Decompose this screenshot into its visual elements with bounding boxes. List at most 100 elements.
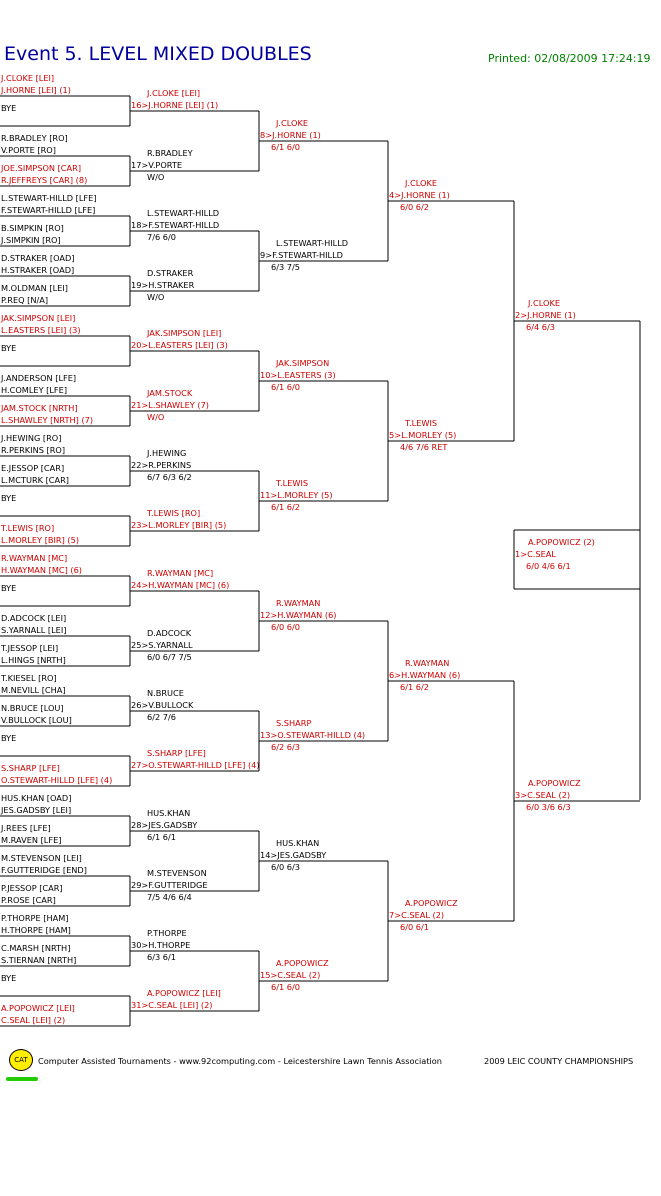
entry-player1: S.SHARP [LFE]	[1, 763, 60, 773]
entry-player1: B.SIMPKIN [RO]	[1, 223, 64, 233]
winner-player1: R.WAYMAN [MC]	[147, 568, 213, 578]
match-score: 6/1 6/1	[147, 832, 176, 842]
printed-timestamp: Printed: 02/08/2009 17:24:19	[488, 52, 651, 65]
entry-player2: P.REQ [N/A]	[1, 295, 48, 305]
entry-player1: M.OLDMAN [LEI]	[1, 283, 68, 293]
winner-player2: 13>O.STEWART-HILLD (4)	[260, 730, 365, 740]
page-title: Event 5. LEVEL MIXED DOUBLES	[4, 43, 312, 65]
winner-player1: P.THORPE	[147, 928, 187, 938]
entry-player2: J.HORNE [LEI] (1)	[0, 85, 71, 95]
match-score: 6/3 6/1	[147, 952, 176, 962]
winner-player1: R.WAYMAN	[276, 598, 320, 608]
winner-player2: 12>H.WAYMAN (6)	[260, 610, 337, 620]
winner-player1: T.LEWIS	[275, 478, 308, 488]
entry-player1: JOE.SIMPSON [CAR]	[0, 163, 81, 173]
winner-player2: 28>JES.GADSBY	[131, 820, 198, 830]
entry-player1: BYE	[1, 493, 16, 503]
match-score: W/O	[147, 172, 164, 182]
entry-player2: M.RAVEN [LFE]	[1, 835, 61, 845]
match-score: 6/0 3/6 6/3	[526, 802, 571, 812]
winner-player1: J.HEWING	[146, 448, 186, 458]
entry-player1: C.MARSH [NRTH]	[1, 943, 70, 953]
winner-player2: 25>S.YARNALL	[131, 640, 193, 650]
entry-player2: R.PERKINS [RO]	[1, 445, 65, 455]
winner-player1: J.CLOKE [LEI]	[146, 88, 200, 98]
match-score: 6/1 6/2	[400, 682, 429, 692]
winner-player2: 27>O.STEWART-HILLD [LFE] (4)	[131, 760, 260, 770]
entry-player2: P.ROSE [CAR]	[1, 895, 56, 905]
winner-player2: 9>F.STEWART-HILLD	[260, 250, 343, 260]
entry-player1: BYE	[1, 973, 16, 983]
winner-player2: 4>J.HORNE (1)	[389, 190, 450, 200]
winner-player1: JAK.SIMPSON [LEI]	[146, 328, 221, 338]
winner-player2: 17>V.PORTE	[131, 160, 182, 170]
champion-player2: 1>C.SEAL	[515, 549, 556, 559]
entry-player2: M.NEVILL [CHA]	[1, 685, 66, 695]
match-score: W/O	[147, 412, 164, 422]
winner-player2: 20>L.EASTERS [LEI] (3)	[131, 340, 228, 350]
entry-player1: D.STRAKER [OAD]	[1, 253, 75, 263]
entry-player1: J.CLOKE [LEI]	[0, 73, 54, 83]
entry-player1: M.STEVENSON [LEI]	[1, 853, 82, 863]
entry-player2: C.SEAL [LEI] (2)	[1, 1015, 65, 1025]
winner-player1: D.ADCOCK	[147, 628, 192, 638]
entry-player1: R.WAYMAN [MC]	[1, 553, 67, 563]
entry-player1: J.HEWING [RO]	[0, 433, 61, 443]
entry-player1: BYE	[1, 103, 16, 113]
footer-credit: Computer Assisted Tournaments - www.92co…	[38, 1056, 442, 1066]
entry-player2: H.COMLEY [LFE]	[1, 385, 67, 395]
winner-player2: 22>R.PERKINS	[131, 460, 191, 470]
entry-player1: E.JESSOP [CAR]	[1, 463, 64, 473]
entry-player2: JES.GADSBY [LEI]	[0, 805, 71, 815]
winner-player2: 14>JES.GADSBY	[260, 850, 327, 860]
winner-player1: J.CLOKE	[275, 118, 308, 128]
winner-player2: 19>H.STRAKER	[131, 280, 195, 290]
entry-player2: H.WAYMAN [MC] (6)	[1, 565, 82, 575]
entry-player2: L.EASTERS [LEI] (3)	[1, 325, 81, 335]
winner-player1: L.STEWART-HILLD	[147, 208, 219, 218]
winner-player2: 6>H.WAYMAN (6)	[389, 670, 460, 680]
match-score: 4/6 7/6 RET	[400, 442, 448, 452]
winner-player1: A.POPOWICZ	[405, 898, 458, 908]
match-score: 6/2 7/6	[147, 712, 176, 722]
logo-underline	[6, 1077, 38, 1081]
winner-player1: JAK.SIMPSON	[275, 358, 329, 368]
match-score: 6/7 6/3 6/2	[147, 472, 192, 482]
final-score: 6/0 4/6 6/1	[526, 561, 571, 571]
entry-player2: F.GUTTERIDGE [END]	[1, 865, 87, 875]
entry-player2: O.STEWART-HILLD [LFE] (4)	[1, 775, 112, 785]
winner-player1: A.POPOWICZ	[528, 778, 581, 788]
entry-player1: R.BRADLEY [RO]	[1, 133, 68, 143]
winner-player2: 21>L.SHAWLEY (7)	[131, 400, 209, 410]
entry-player1: J.REES [LFE]	[0, 823, 51, 833]
entry-player2: V.PORTE [RO]	[1, 145, 56, 155]
footer-event-name: 2009 LEIC COUNTY CHAMPIONSHIPS	[484, 1056, 634, 1066]
entry-player1: BYE	[1, 583, 16, 593]
entry-player1: BYE	[1, 343, 16, 353]
entry-player1: J.ANDERSON [LFE]	[0, 373, 76, 383]
entry-player1: A.POPOWICZ [LEI]	[1, 1003, 75, 1013]
winner-player1: J.CLOKE	[527, 298, 560, 308]
winner-player1: D.STRAKER	[147, 268, 194, 278]
winner-player2: 26>V.BULLOCK	[131, 700, 194, 710]
champion-player1: A.POPOWICZ (2)	[528, 537, 595, 547]
entry-player2: S.TIERNAN [NRTH]	[1, 955, 76, 965]
entry-player2: L.SHAWLEY [NRTH] (7)	[1, 415, 93, 425]
entry-player1: N.BRUCE [LOU]	[1, 703, 64, 713]
entry-player2: L.HINGS [NRTH]	[1, 655, 66, 665]
winner-player1: R.WAYMAN	[405, 658, 449, 668]
entry-player1: T.LEWIS [RO]	[0, 523, 54, 533]
winner-player1: A.POPOWICZ [LEI]	[147, 988, 221, 998]
winner-player2: 29>F.GUTTERIDGE	[131, 880, 208, 890]
winner-player1: T.LEWIS [RO]	[146, 508, 200, 518]
entry-player2: L.MCTURK [CAR]	[1, 475, 69, 485]
winner-player2: 24>H.WAYMAN [MC] (6)	[131, 580, 229, 590]
winner-player1: T.LEWIS	[404, 418, 437, 428]
match-score: 7/6 6/0	[147, 232, 176, 242]
winner-player2: 11>L.MORLEY (5)	[260, 490, 333, 500]
entry-player1: BYE	[1, 733, 16, 743]
entry-player2: J.SIMPKIN [RO]	[0, 235, 61, 245]
winner-player2: 7>C.SEAL (2)	[389, 910, 444, 920]
match-score: 6/1 6/0	[271, 982, 300, 992]
match-score: 6/3 7/5	[271, 262, 300, 272]
